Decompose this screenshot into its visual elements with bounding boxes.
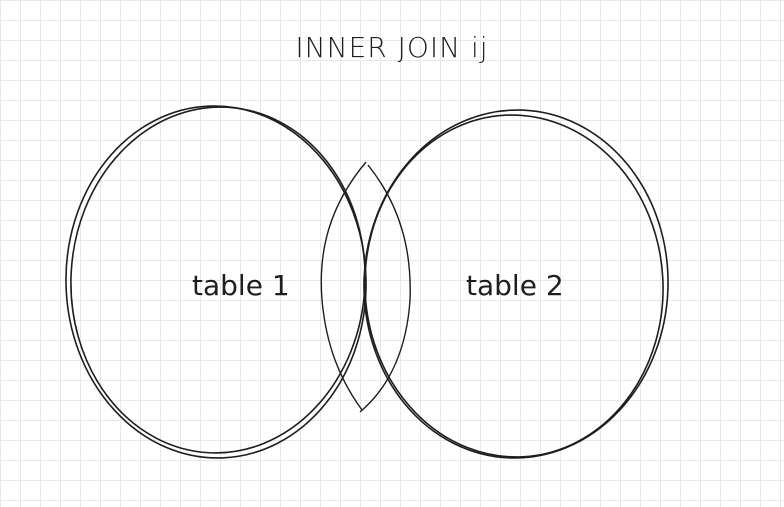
left-set-label: table 1 [192, 269, 290, 302]
diagram-title: INNER JOIN ij [295, 31, 489, 64]
intersection-outline [320, 161, 411, 413]
right-set-circle [363, 109, 669, 459]
right-set-label: table 2 [466, 269, 564, 302]
